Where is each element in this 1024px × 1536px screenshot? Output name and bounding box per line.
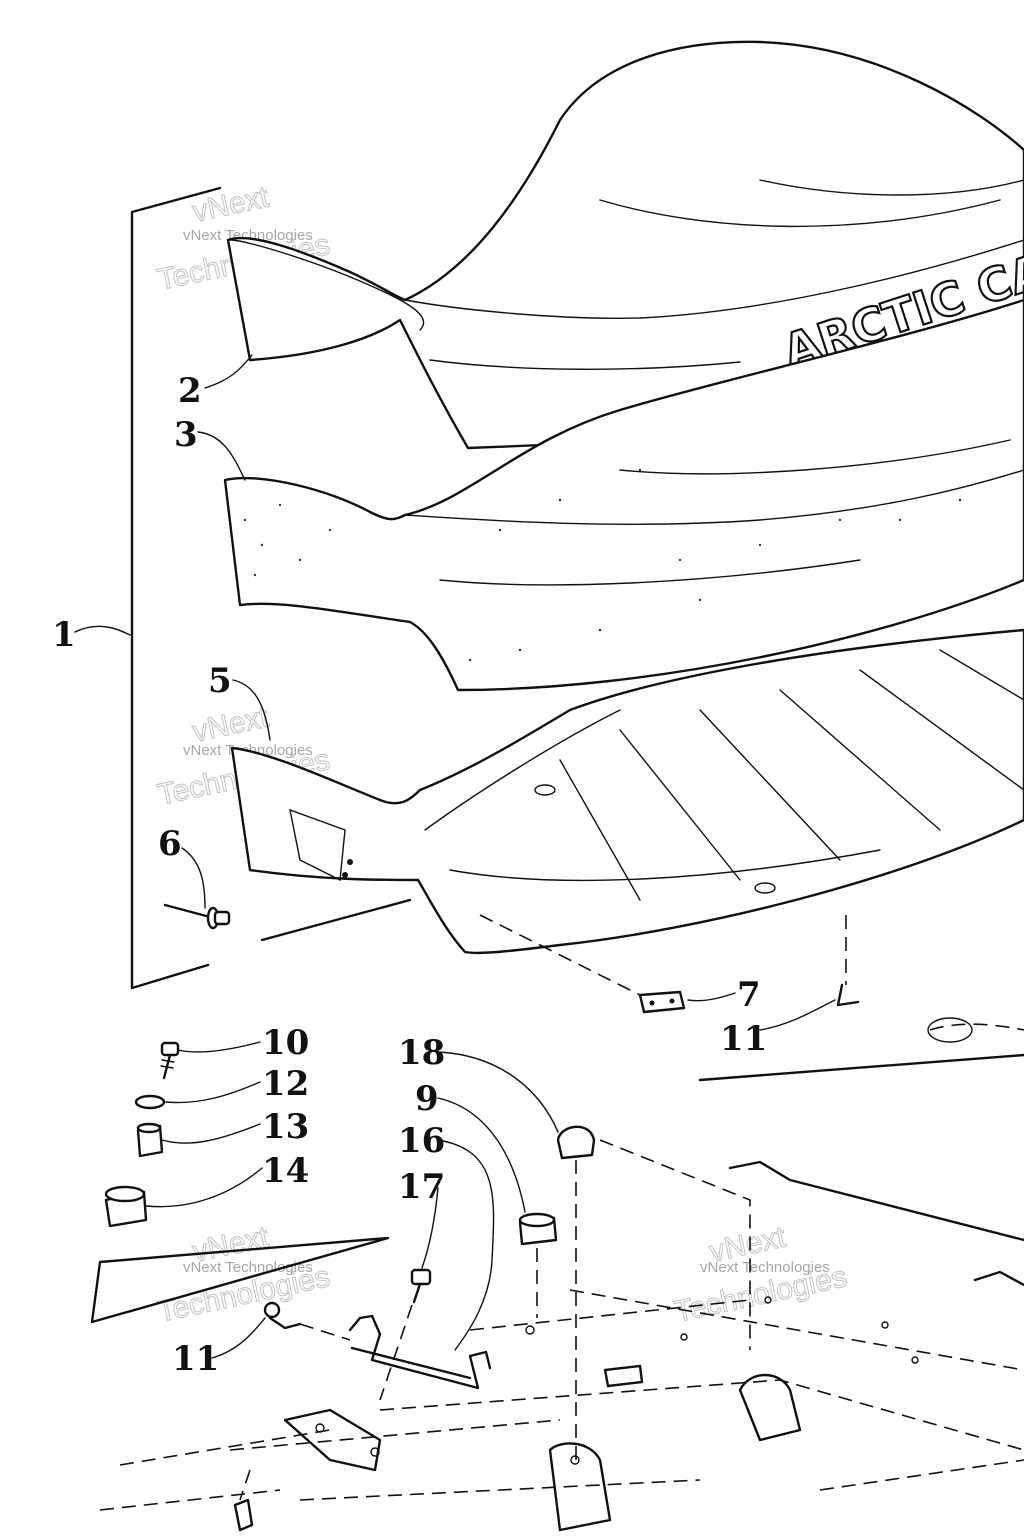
callout-5: 5 xyxy=(208,661,232,701)
callout-1: 1 xyxy=(52,615,76,655)
callout-13: 13 xyxy=(262,1107,309,1147)
svg-text:vNext: vNext xyxy=(190,180,273,228)
callout-18: 18 xyxy=(398,1033,445,1073)
seat-assembly-bracket xyxy=(130,186,412,990)
spacer-part xyxy=(136,1122,164,1158)
callout-labels: 1 2 3 5 6 7 11 10 12 13 14 18 9 16 17 11 xyxy=(52,371,767,1379)
callout-16: 16 xyxy=(398,1121,445,1161)
leader-lines xyxy=(74,354,836,1359)
bolt-part-lower xyxy=(379,1268,432,1401)
callout-17: 17 xyxy=(398,1167,445,1207)
watermark-low-right: vNext vNext Technologies Technologies xyxy=(671,1220,850,1329)
knob-part xyxy=(556,1125,596,1460)
callout-12: 12 xyxy=(262,1064,309,1104)
svg-text:vNext Technologies: vNext Technologies xyxy=(183,1259,313,1276)
bushing-part xyxy=(518,1212,558,1318)
washer-part xyxy=(134,1094,166,1110)
rivet-part xyxy=(163,903,231,930)
callout-9: 9 xyxy=(415,1079,439,1119)
plate-part xyxy=(479,914,686,1014)
clip-part-upper xyxy=(836,915,860,1007)
clip-part-lower xyxy=(263,1301,351,1341)
callout-7: 7 xyxy=(737,975,761,1015)
grommet-part xyxy=(104,1185,148,1228)
callout-11-lower: 11 xyxy=(172,1339,219,1379)
callout-14: 14 xyxy=(262,1151,309,1191)
latch-part xyxy=(348,1314,492,1390)
callout-10: 10 xyxy=(262,1023,309,1063)
svg-text:vNext Technologies: vNext Technologies xyxy=(700,1259,830,1276)
watermark-low-left: vNext vNext Technologies Technologies xyxy=(154,1220,333,1329)
vehicle-frame xyxy=(99,1017,1024,1532)
callout-6: 6 xyxy=(158,824,182,864)
svg-text:vNext Technologies: vNext Technologies xyxy=(183,227,313,244)
callout-3: 3 xyxy=(174,415,198,455)
seat-base xyxy=(230,628,1024,955)
seat-foam xyxy=(223,298,1024,692)
kit-bracket xyxy=(90,1236,390,1324)
bolt-part xyxy=(160,1041,180,1080)
callout-11-upper: 11 xyxy=(720,1019,767,1059)
callout-2: 2 xyxy=(178,371,202,411)
